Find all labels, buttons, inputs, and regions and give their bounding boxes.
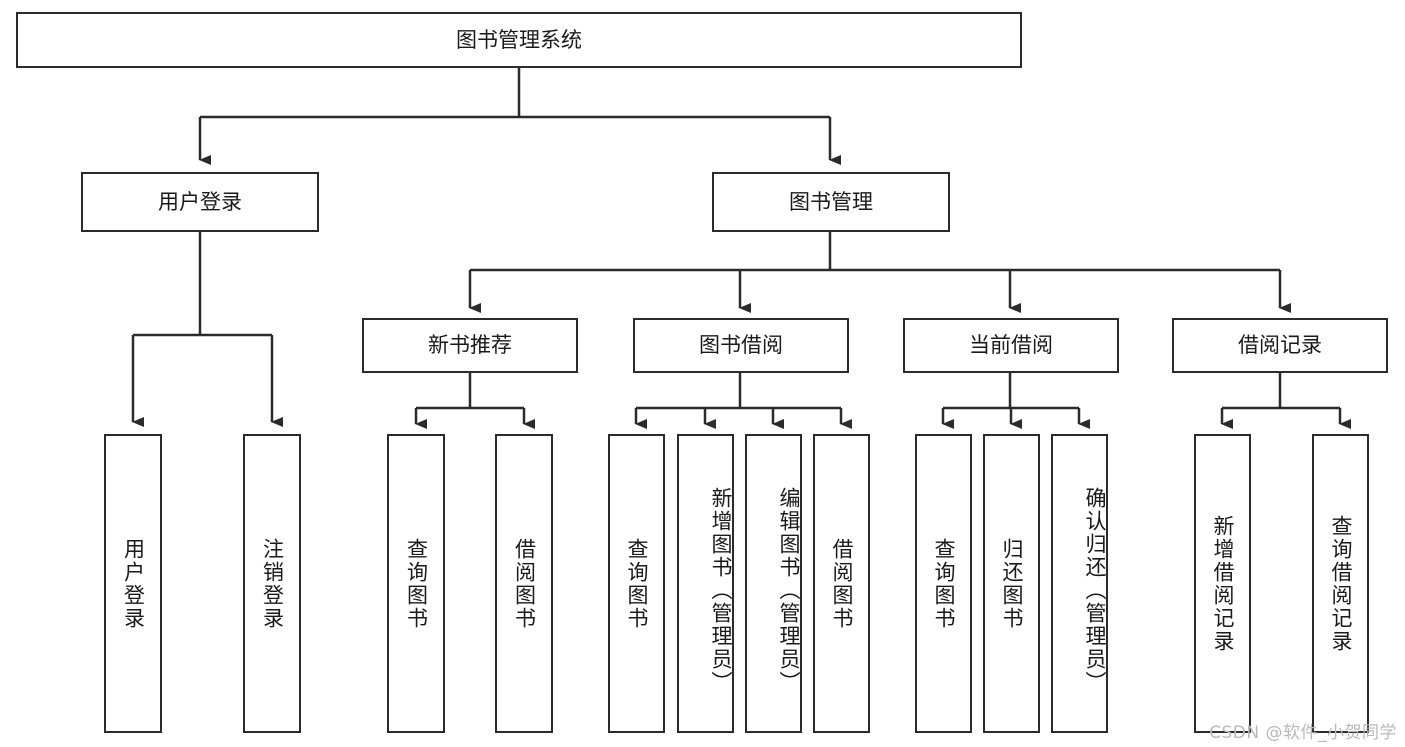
leaf-label: 查询图书 (404, 537, 429, 630)
node-root-label: 图书管理系统 (456, 27, 582, 52)
node-book-management[interactable]: 图书管理 (712, 172, 950, 232)
leaf-label: 编辑图书（管理员） (777, 487, 801, 694)
leaf-label: 查询借阅记录 (1329, 514, 1354, 653)
leaf-label: 借阅图书 (512, 537, 537, 630)
node-book-borrow[interactable]: 图书借阅 (633, 318, 849, 373)
node-current-borrow-label: 当前借阅 (969, 333, 1053, 358)
leaf-label: 查询图书 (932, 537, 957, 630)
leaf-borrow-add-book-admin[interactable]: 新增图书（管理员） (677, 434, 734, 733)
leaf-borrow-edit-book-admin[interactable]: 编辑图书（管理员） (745, 434, 802, 733)
node-borrow-record[interactable]: 借阅记录 (1172, 318, 1388, 373)
leaf-user-login-logout[interactable]: 注销登录 (243, 434, 301, 733)
node-borrow-record-label: 借阅记录 (1238, 333, 1322, 358)
node-new-book-recommend-label: 新书推荐 (428, 333, 512, 358)
node-book-borrow-label: 图书借阅 (699, 333, 783, 358)
node-book-management-label: 图书管理 (789, 189, 873, 214)
leaf-borrow-query-book[interactable]: 查询图书 (608, 434, 665, 733)
leaf-label: 用户登录 (121, 537, 146, 630)
node-user-login[interactable]: 用户登录 (81, 172, 319, 232)
leaf-record-query-record[interactable]: 查询借阅记录 (1312, 434, 1369, 733)
csdn-watermark: CSDN @软件_小贺同学 (1209, 723, 1397, 743)
leaf-record-add-record[interactable]: 新增借阅记录 (1194, 434, 1251, 733)
leaf-current-confirm-return-admin[interactable]: 确认归还（管理员） (1051, 434, 1108, 733)
leaf-label: 借阅图书 (830, 537, 855, 630)
leaf-current-return-book[interactable]: 归还图书 (983, 434, 1040, 733)
leaf-label: 归还图书 (1000, 537, 1025, 630)
leaf-label: 新增借阅记录 (1211, 514, 1236, 653)
node-root[interactable]: 图书管理系统 (16, 12, 1022, 68)
leaf-label: 确认归还（管理员） (1083, 487, 1107, 694)
node-current-borrow[interactable]: 当前借阅 (903, 318, 1119, 373)
leaf-label: 新增图书（管理员） (709, 487, 733, 694)
leaf-user-login-login[interactable]: 用户登录 (104, 434, 162, 733)
node-new-book-recommend[interactable]: 新书推荐 (362, 318, 578, 373)
leaf-label: 查询图书 (625, 537, 650, 630)
leaf-borrow-borrow-book[interactable]: 借阅图书 (813, 434, 870, 733)
node-user-login-label: 用户登录 (158, 189, 242, 214)
leaf-recommend-borrow-book[interactable]: 借阅图书 (495, 434, 553, 733)
leaf-current-query-book[interactable]: 查询图书 (915, 434, 972, 733)
leaf-recommend-query-book[interactable]: 查询图书 (387, 434, 445, 733)
leaf-label: 注销登录 (260, 537, 285, 630)
